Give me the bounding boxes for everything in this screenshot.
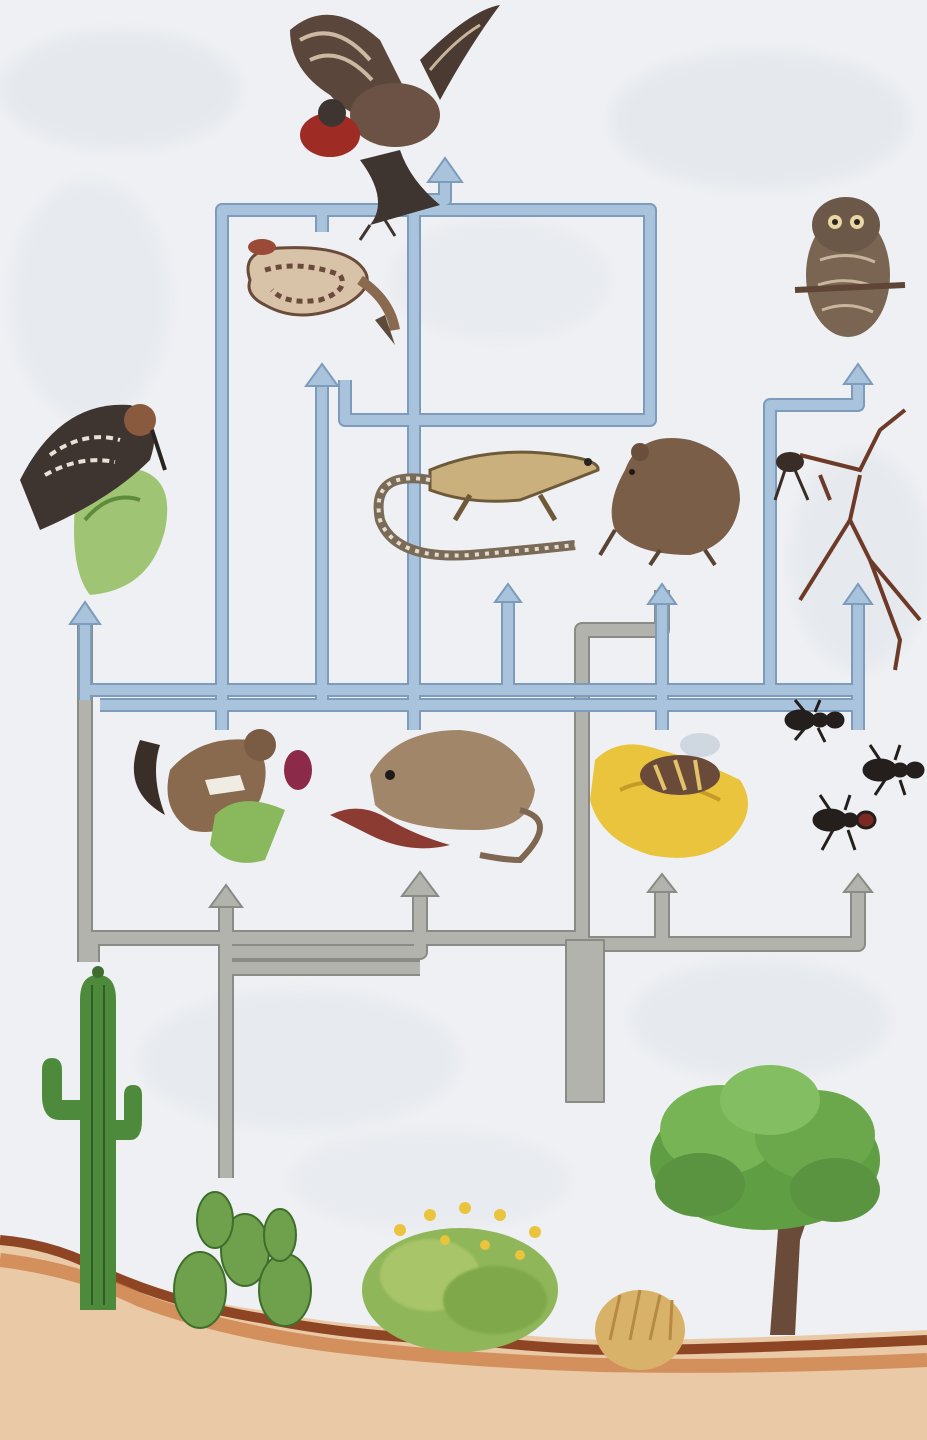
grass-icon (595, 1290, 685, 1370)
